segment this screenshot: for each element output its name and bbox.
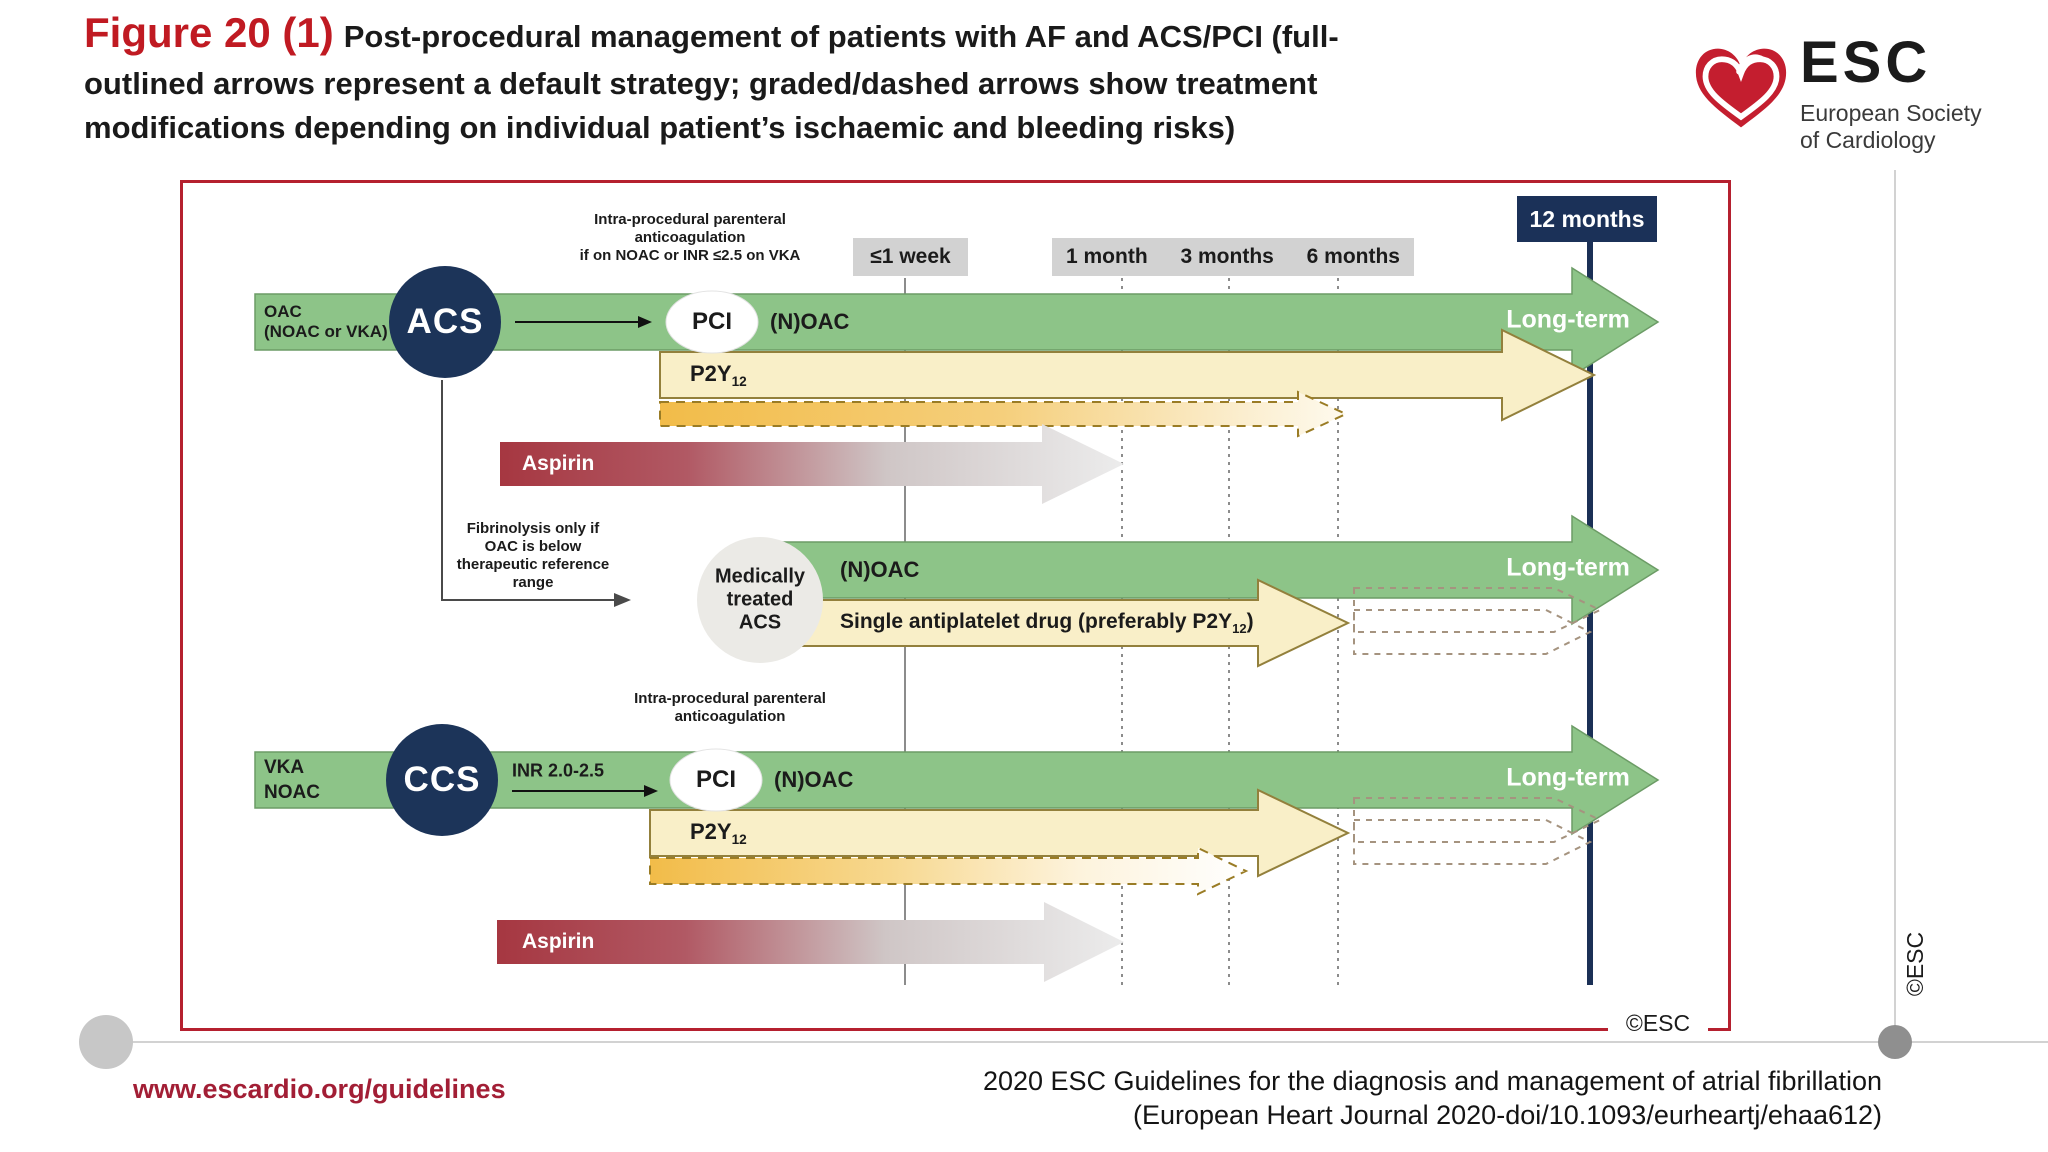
timeline-month3-label: 3 months <box>1180 245 1274 268</box>
acs-pci-ellipse <box>665 290 759 354</box>
ccs-aspirin-label: Aspirin <box>522 930 595 953</box>
timeline-month6-label: 6 months <box>1306 245 1400 268</box>
acs-to-pci-arrowhead <box>638 316 652 328</box>
ccs-p2y12-dashed-arrow <box>649 846 1249 896</box>
esc-copyright-side-label: ©ESC <box>1902 931 1928 997</box>
ccs-inr-label: INR 2.0-2.5 <box>512 760 605 781</box>
medical-sapt-arrow <box>769 578 1351 668</box>
esc-logo-name: European Society of Cardiology <box>1800 100 1982 153</box>
ccs-p2y12-label: P2Y12 <box>690 818 747 848</box>
acs-longterm-label: Long-term <box>1506 305 1630 334</box>
timeline-months-labels: 1 month 3 months 6 months <box>1052 238 1414 276</box>
title-line-2: outlined arrows represent a default stra… <box>84 66 1318 101</box>
ccs-intra-procedural-note: Intra-procedural parenteral anticoagulat… <box>634 690 826 725</box>
acs-noac-label: (N)OAC <box>770 309 850 334</box>
page-title: Figure 20 (1)Post-procedural management … <box>84 8 1339 150</box>
timeline-month1-label: 1 month <box>1066 245 1148 268</box>
esc-heart-icon <box>1695 48 1787 128</box>
acs-intra-procedural-note: Intra-procedural parenteral anticoagulat… <box>579 211 801 264</box>
medical-acs-circle <box>697 537 823 663</box>
acs-aspirin-arrow <box>500 424 1124 504</box>
ccs-circle-label: CCS <box>403 760 481 799</box>
timeline-month12-label: 12 months <box>1517 196 1657 242</box>
ccs-dashed-extension-arrow-a <box>1353 797 1603 843</box>
medical-longterm-label: Long-term <box>1506 553 1630 582</box>
footer-right-dot <box>1878 1025 1912 1059</box>
ccs-pci-ellipse <box>669 748 763 812</box>
citation: 2020 ESC Guidelines for the diagnosis an… <box>982 1066 1882 1130</box>
ccs-noac-label: (N)OAC <box>774 767 854 792</box>
acs-p2y12-arrow <box>659 328 1597 422</box>
ccs-p2y12-arrow <box>649 788 1351 878</box>
right-divider-line <box>1894 170 1896 1042</box>
title-line-1: Figure 20 (1)Post-procedural management … <box>84 9 1339 56</box>
acs-circle <box>389 266 501 378</box>
acs-pci-label: PCI <box>691 308 733 335</box>
acs-p2y12-dashed-arrow <box>659 390 1349 438</box>
medical-dashed-extension-arrow-a <box>1353 587 1603 633</box>
medical-dashed-extension-arrow-b <box>1353 609 1593 655</box>
esc-copyright-label: ©ESC <box>1608 1004 1708 1042</box>
fibrinolysis-connector-arrowhead <box>614 593 631 607</box>
ccs-vka-noac-label: VKA NOAC <box>264 757 320 803</box>
fibrinolysis-connector <box>441 380 614 601</box>
footer-divider-line <box>106 1041 2048 1043</box>
medical-noac-green-arrow <box>769 514 1660 626</box>
acs-aspirin-label: Aspirin <box>522 452 595 475</box>
fibrinolysis-note: Fibrinolysis only if OAC is below therap… <box>456 520 610 591</box>
ccs-pci-label: PCI <box>695 766 737 793</box>
acs-oac-label: OAC (NOAC or VKA) <box>264 302 388 341</box>
ccs-dashed-extension-arrow-b <box>1353 819 1593 865</box>
medical-sapt-label: Single antiplatelet drug (preferably P2Y… <box>840 609 1254 637</box>
footer-left-dot <box>79 1015 133 1069</box>
ccs-aspirin-arrow <box>497 902 1124 982</box>
guidelines-link[interactable]: www.escardio.org/guidelines <box>133 1074 506 1104</box>
acs-circle-label: ACS <box>406 302 484 341</box>
ccs-longterm-label: Long-term <box>1506 763 1630 792</box>
figure-number: Figure 20 (1) <box>84 9 334 56</box>
inr-arrowhead <box>644 785 658 797</box>
ccs-circle <box>386 724 498 836</box>
timeline-week1-label: ≤1 week <box>853 238 968 276</box>
esc-logo-abbr: ESC <box>1800 30 1932 95</box>
medical-acs-circle-label: Medically treated ACS <box>714 565 806 634</box>
medical-noac-label: (N)OAC <box>840 557 920 582</box>
acs-p2y12-label: P2Y12 <box>690 360 747 390</box>
title-line-3: modifications depending on individual pa… <box>84 110 1236 145</box>
